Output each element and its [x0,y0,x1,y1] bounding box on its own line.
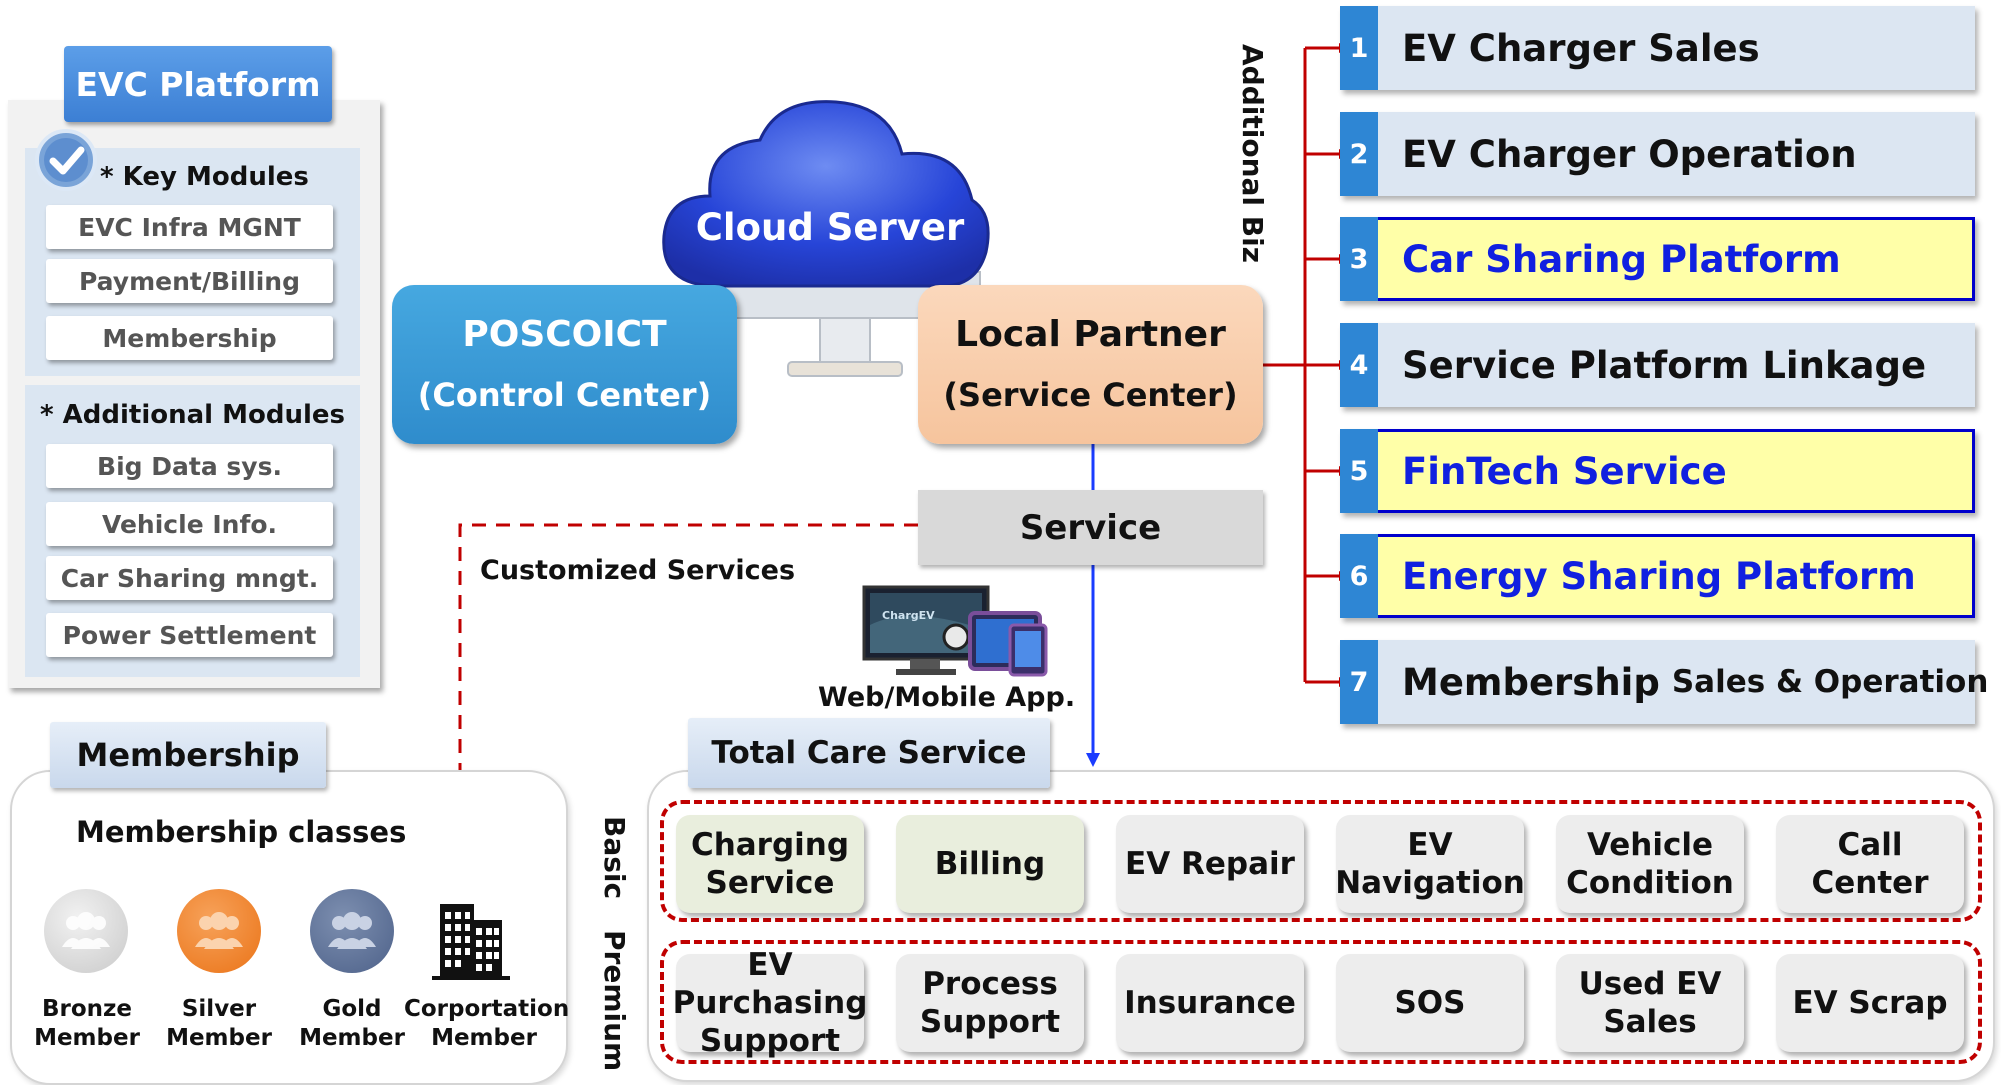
biz-label-text: Car Sharing Platform [1402,237,1841,281]
module-big-data: Big Data sys. [46,444,333,488]
basic-service-tile: Billing [896,815,1084,913]
additional-biz-item-7: 7 Membership Sales & Operation [1340,640,1988,724]
additional-biz-item-4: 4 Service Platform Linkage [1340,323,1975,407]
gold-member-icon [310,889,394,973]
premium-services-group [660,940,1982,1064]
basic-service-tile: Call Center [1776,815,1964,913]
silver-member-label: Silver Member [166,996,272,1051]
corporation-building-icon [432,904,510,980]
customized-services-label: Customized Services [480,555,796,586]
biz-label: EV Charger Sales [1402,6,1760,90]
premium-service-tile: SOS [1336,954,1524,1052]
silver-member-icon [177,889,261,973]
premium-service-tile: Process Support [896,954,1084,1052]
biz-label: Car Sharing Platform [1402,220,1841,298]
biz-label-text: Energy Sharing Platform [1402,554,1916,598]
module-membership: Membership [46,316,333,360]
additional-biz-item-6: 6 Energy Sharing Platform [1340,534,1975,618]
checkmark-icon [35,129,97,191]
control-center-subtitle: (Control Center) [417,375,712,414]
basic-services-group [660,800,1982,922]
premium-label: Premium [598,930,631,1072]
module-power-settlement: Power Settlement [46,613,333,657]
biz-number-badge: 3 [1340,217,1378,301]
service-box: Service [918,490,1263,565]
membership-classes-title: Membership classes [76,815,407,849]
biz-label: Membership Sales & Operation [1402,640,1988,724]
basic-service-tile: EV Navigation [1335,815,1525,913]
biz-label-text: EV Charger Operation [1402,132,1857,176]
evc-platform-title: EVC Platform [64,46,332,122]
biz-label-text: Membership [1402,660,1660,704]
module-payment-billing: Payment/Billing [46,259,333,303]
premium-service-tile: Used EV Sales [1556,954,1744,1052]
biz-label: FinTech Service [1402,432,1727,510]
module-evc-infra: EVC Infra MGNT [46,205,333,249]
gold-member-label: Gold Member [299,996,405,1051]
module-vehicle-info: Vehicle Info. [46,502,333,546]
biz-number-badge: 4 [1340,323,1378,407]
svg-text:ChargEV: ChargEV [882,609,935,622]
cloud-icon [662,100,990,288]
premium-service-tile: Insurance [1116,954,1304,1052]
basic-service-tile: Vehicle Condition [1556,815,1744,913]
biz-label-text: FinTech Service [1402,449,1727,493]
basic-label: Basic [598,816,631,900]
additional-biz-item-2: 2 EV Charger Operation [1340,112,1975,196]
additional-biz-label: Additional Biz [1236,44,1269,263]
control-center-box: POSCOICT (Control Center) [392,285,737,444]
service-center-subtitle: (Service Center) [943,375,1238,414]
biz-number-badge: 1 [1340,6,1378,90]
membership-title: Membership [50,722,326,788]
service-center-name: Local Partner [955,313,1226,355]
total-care-title: Total Care Service [688,718,1050,788]
bronze-member-icon [44,889,128,973]
biz-label-text: Service Platform Linkage [1402,343,1927,387]
additional-biz-item-3: 3 Car Sharing Platform [1340,217,1975,301]
biz-label: Service Platform Linkage [1402,323,1926,407]
biz-label-suffix: Sales & Operation [1671,664,1989,700]
total-care-box [647,770,1995,1082]
basic-service-tile: Charging Service [676,815,864,913]
additional-modules-title: * Additional Modules [39,400,345,430]
premium-service-tile: EV Purchasing Support [672,947,868,1059]
biz-number-badge: 6 [1340,534,1378,618]
corporation-member-label: Corportation Member [404,996,570,1051]
control-center-name: POSCOICT [462,313,667,355]
biz-number-badge: 2 [1340,112,1378,196]
biz-label-text: EV Charger Sales [1402,26,1760,70]
biz-label: EV Charger Operation [1402,112,1857,196]
service-center-box: Local Partner (Service Center) [918,285,1263,444]
additional-biz-item-1: 1 EV Charger Sales [1340,6,1975,90]
devices-icon: ChargEV [862,585,1048,677]
biz-number-badge: 5 [1340,429,1378,513]
biz-label: Energy Sharing Platform [1402,537,1916,615]
bronze-member-label: Bronze Member [34,996,140,1051]
module-car-sharing: Car Sharing mngt. [46,556,333,600]
basic-service-tile: EV Repair [1116,815,1304,913]
cloud-server-label: Cloud Server [695,205,965,249]
web-mobile-app-label: Web/Mobile App. [818,682,1076,713]
biz-number-badge: 7 [1340,640,1378,724]
key-modules-title: * Key Modules [100,162,309,192]
additional-biz-item-5: 5 FinTech Service [1340,429,1975,513]
premium-service-tile: EV Scrap [1776,954,1964,1052]
